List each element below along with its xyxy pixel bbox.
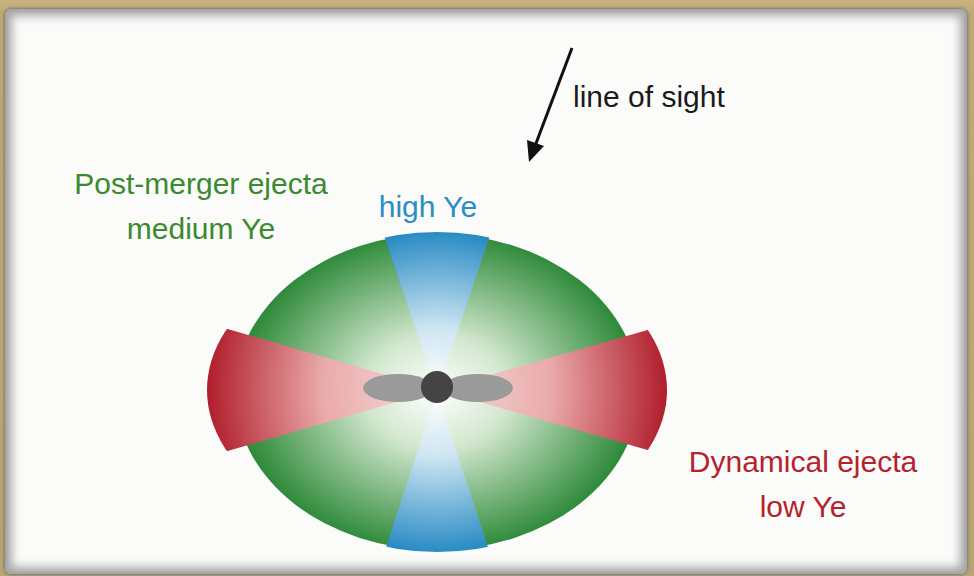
sight-arrow-line xyxy=(535,48,572,146)
region-label: high Ye xyxy=(358,184,498,229)
region-label: Dynamical ejecta low Ye xyxy=(678,439,928,529)
central-remnant xyxy=(421,371,453,403)
dynamical-ejecta xyxy=(180,315,700,465)
region-label: line of sight xyxy=(573,74,773,119)
disk-lobe xyxy=(443,374,513,402)
region-label: Post-merger ejecta medium Ye xyxy=(61,161,341,251)
sight-arrow-head xyxy=(527,140,544,162)
